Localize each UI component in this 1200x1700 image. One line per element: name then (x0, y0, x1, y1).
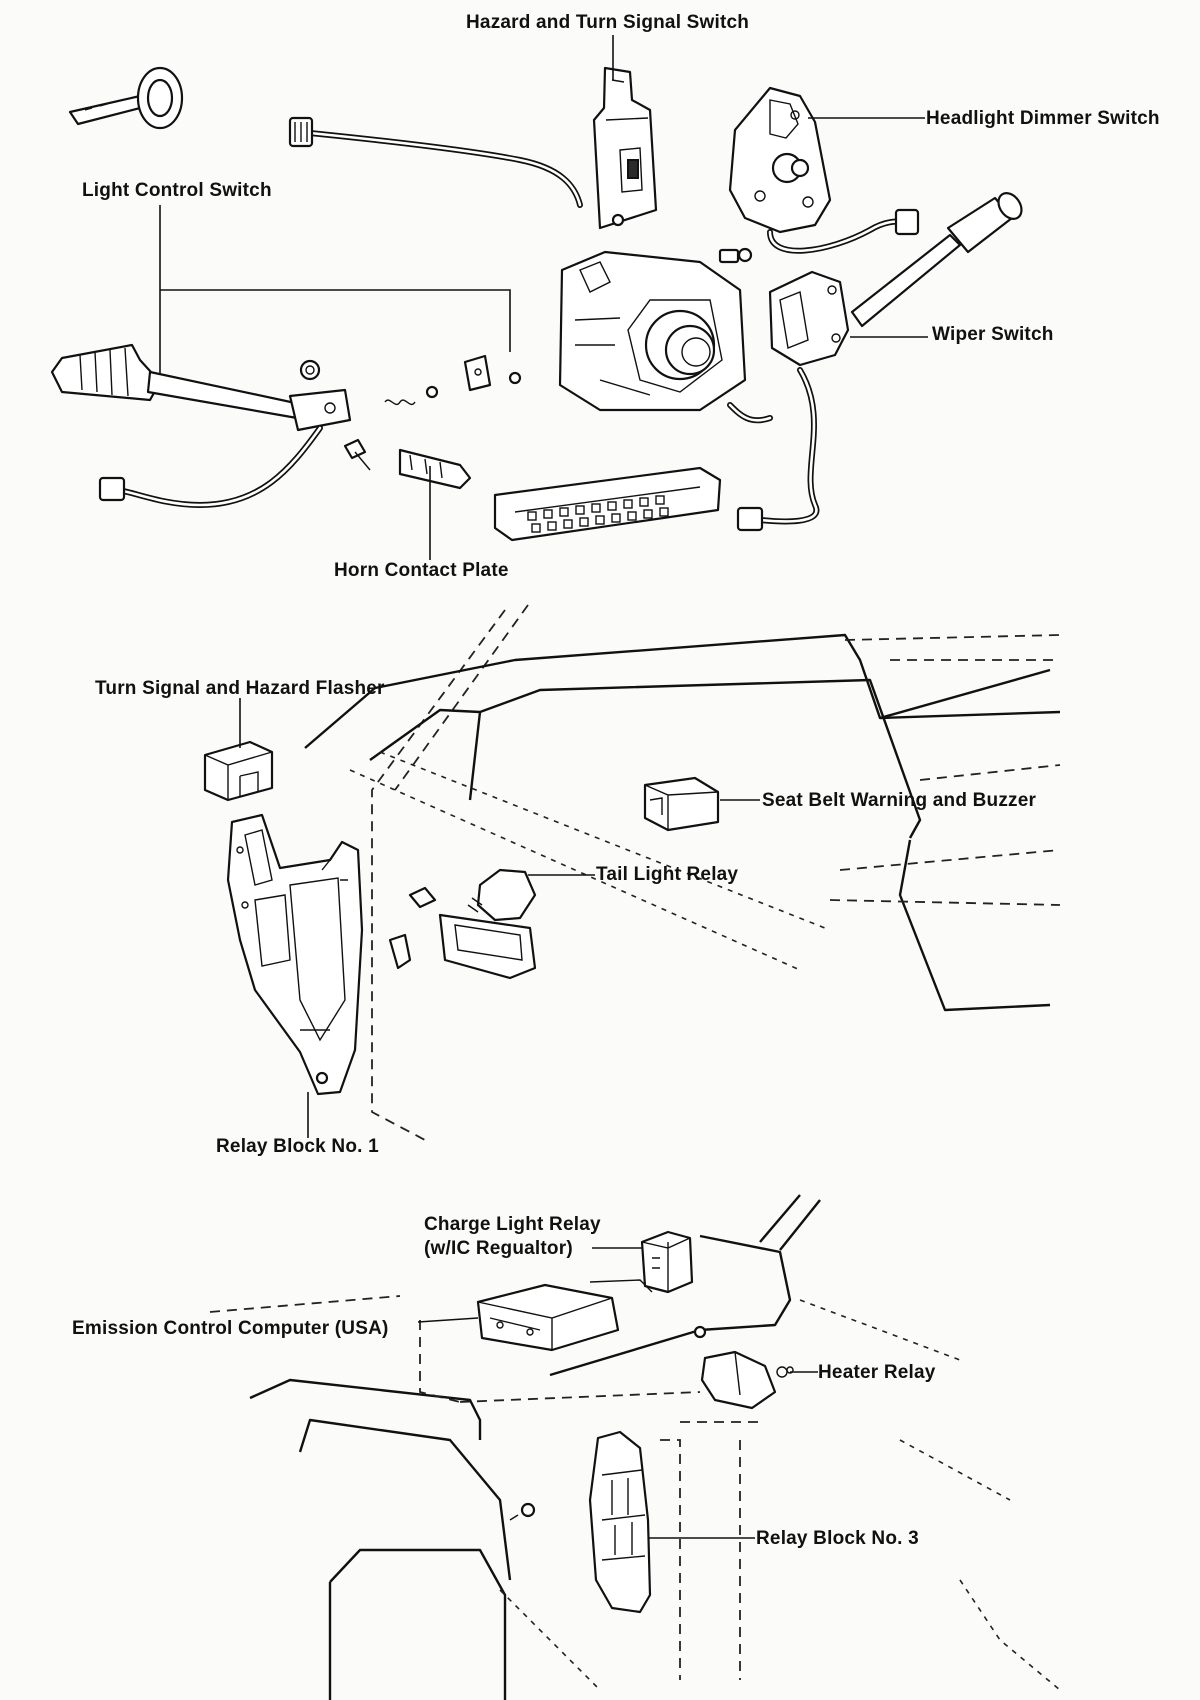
turn-signal-hazard-flasher (203, 740, 274, 802)
horn-contact-plate (493, 466, 722, 542)
dashboard-middle-section (203, 604, 1061, 1141)
label-relay-block-no3: Relay Block No. 3 (756, 1528, 919, 1549)
label-charge-light-relay: Charge Light Relay (424, 1214, 601, 1235)
relay-block-no1 (226, 813, 364, 1096)
label-emission-control-computer: Emission Control Computer (USA) (72, 1318, 389, 1339)
small-hardware (299, 354, 522, 490)
wiper-switch (736, 192, 1023, 532)
relay-block-no3 (509, 1430, 652, 1614)
label-turn-signal-hazard-flasher: Turn Signal and Hazard Flasher (95, 678, 385, 699)
label-relay-block-no1: Relay Block No. 1 (216, 1136, 379, 1157)
label-wiper-switch: Wiper Switch (932, 324, 1054, 345)
label-heater-relay: Heater Relay (818, 1362, 936, 1383)
connector-pins (527, 495, 669, 533)
dashboard-bottom-section (209, 1194, 1061, 1700)
leader-lines-bottom (417, 1247, 818, 1539)
label-tail-light-relay: Tail Light Relay (596, 864, 739, 885)
combination-switch-body (558, 247, 773, 424)
light-control-switch (50, 343, 352, 509)
charge-light-relay (640, 1230, 694, 1294)
tail-light-relay (388, 868, 537, 980)
seat-belt-warning-buzzer (643, 776, 720, 832)
emission-control-computer (476, 1279, 707, 1352)
hazard-turn-signal-switch (288, 66, 658, 230)
leader-lines-middle (239, 698, 760, 1138)
wire-clip (68, 66, 184, 130)
headlight-dimmer-switch (728, 86, 920, 254)
label-hazard-turn-signal-switch: Hazard and Turn Signal Switch (466, 12, 750, 33)
label-headlight-dimmer-switch: Headlight Dimmer Switch (926, 108, 1160, 129)
label-seat-belt-warning-buzzer: Seat Belt Warning and Buzzer (762, 790, 1037, 811)
heater-relay (700, 1350, 794, 1410)
combination-switch-assembly (50, 35, 1023, 560)
label-charge-light-relay-note: (w/IC Regualtor) (424, 1238, 573, 1259)
label-light-control-switch: Light Control Switch (82, 180, 272, 201)
label-horn-contact-plate: Horn Contact Plate (334, 560, 509, 581)
leader-lines-top (159, 35, 928, 560)
